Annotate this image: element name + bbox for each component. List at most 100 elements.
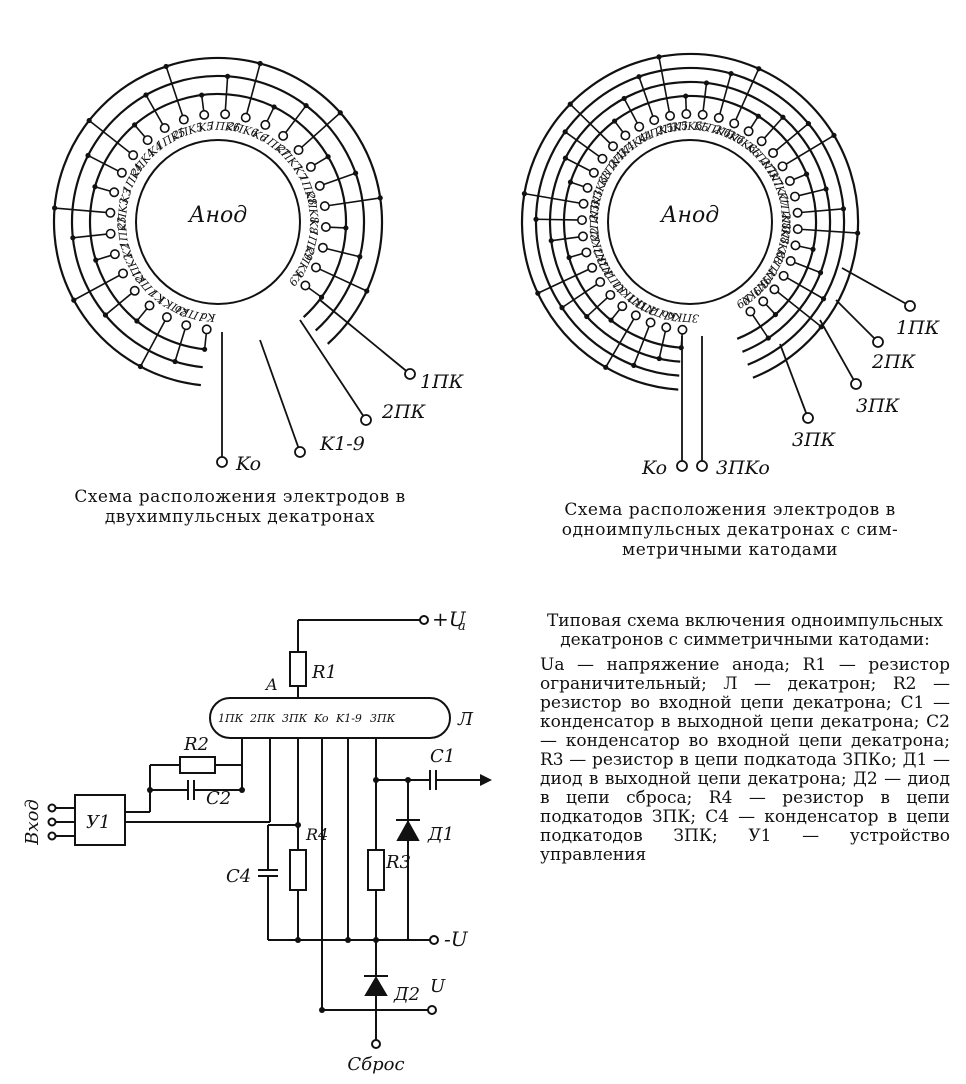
ring-junction xyxy=(567,101,573,107)
d2-diode-icon xyxy=(364,976,388,996)
electrode-lead xyxy=(772,122,809,154)
electrode-lead xyxy=(536,218,583,221)
electrode-lead xyxy=(561,281,601,309)
electrode-lead xyxy=(537,267,593,294)
ring-junction xyxy=(703,80,710,86)
electrode-pin xyxy=(758,296,769,307)
decatron-tube xyxy=(209,697,451,739)
c4-label: C4 xyxy=(226,866,251,887)
electrode-pin xyxy=(697,109,708,120)
ring-junction xyxy=(303,102,309,109)
electrode-label: K7 xyxy=(774,190,790,209)
input-label: Вход xyxy=(22,799,43,846)
c1-label: C1 xyxy=(430,746,455,767)
ring-junction xyxy=(840,206,847,212)
electrode-pin xyxy=(588,167,599,178)
d1-label: Д1 xyxy=(427,824,454,845)
electrode-pin xyxy=(105,228,116,239)
reset-u-label: U xyxy=(430,976,446,997)
ring-junction xyxy=(357,254,363,260)
electrode-label: K8 xyxy=(307,218,321,235)
terminal-pin xyxy=(872,336,884,348)
d1-diode-icon xyxy=(396,819,420,841)
r3-label: R3 xyxy=(385,852,411,873)
electrode-lead xyxy=(633,322,652,366)
terminal-label: Ko xyxy=(641,457,667,479)
ring-junction xyxy=(93,257,99,263)
electrode-pin xyxy=(300,280,311,291)
electrode-pin xyxy=(278,130,289,141)
electrode-lead xyxy=(718,73,732,119)
c2-label: C2 xyxy=(206,788,231,809)
ring-junction xyxy=(765,335,771,341)
electrode-lead xyxy=(605,315,637,368)
left-caption: Схема расположения электродов в двухимпу… xyxy=(10,487,470,527)
ring-junction xyxy=(134,318,140,324)
right-electrode-diagram: 3ПKoKo1ПK12ПK13ПK1K11ПK22ПK23ПK2K21ПK32П… xyxy=(520,52,941,479)
r2-label: R2 xyxy=(183,734,209,755)
electrode-lead xyxy=(298,112,341,151)
ring-junction xyxy=(755,113,761,119)
terminal-pin xyxy=(404,368,416,380)
terminal-label: 1ПК xyxy=(420,371,465,393)
ring-junction xyxy=(683,93,689,99)
electrode-label: K5 xyxy=(196,120,214,135)
r4-resistor xyxy=(289,849,307,891)
electrode-pin xyxy=(595,277,606,288)
tube-label: Л xyxy=(457,709,474,730)
tube-pin-3pk-b: 3ПК xyxy=(370,712,396,725)
electrode-pin xyxy=(617,301,628,312)
anode-circle xyxy=(607,139,773,305)
electrode-pin xyxy=(634,121,645,132)
electrode-lead xyxy=(658,327,668,359)
ring-junction xyxy=(271,104,277,110)
electrode-pin xyxy=(665,110,676,121)
ring-junction xyxy=(325,154,331,160)
electrode-lead xyxy=(701,82,708,115)
ring-junction xyxy=(803,171,810,177)
legend-heading: Типовая схема включения одноимпульсных д… xyxy=(546,611,944,650)
electrode-pin xyxy=(785,256,796,267)
ring-junction xyxy=(567,179,574,185)
ring-junction xyxy=(343,225,349,231)
terminal-label: K1-9 xyxy=(319,433,365,455)
electrode-pin xyxy=(582,182,593,193)
d2-label: Д2 xyxy=(393,984,420,1005)
electrode-lead xyxy=(761,116,784,142)
ring-junction xyxy=(831,132,837,139)
electrode-pin xyxy=(240,112,251,123)
tube-pin-3pk: 3ПК xyxy=(282,712,308,725)
ring-junction xyxy=(621,95,627,102)
electrode-label: K2 xyxy=(588,226,603,244)
circuit-schematic: +U а R1 A Л 1ПК 2ПК 3ПК Ko K1-9 3ПК R2 C… xyxy=(22,607,492,1075)
ring-junction xyxy=(102,312,109,318)
ring-junction xyxy=(631,362,637,368)
electrode-pin xyxy=(159,123,170,134)
right-caption-line2: одноимпульсных декатронах с сим- xyxy=(561,520,899,540)
electrode-pin xyxy=(620,130,631,141)
ring-junction xyxy=(318,294,325,300)
ring-junction xyxy=(566,254,572,261)
electrode-pin xyxy=(745,306,756,317)
electrode-pin xyxy=(769,284,780,295)
r3-resistor xyxy=(367,849,385,891)
ring-junction xyxy=(636,74,642,80)
electrode-pin xyxy=(743,126,754,137)
electrode-lead xyxy=(319,172,356,187)
ring-junction xyxy=(823,186,829,192)
tube-pin-ko: Ko xyxy=(313,712,329,725)
terminal-pin xyxy=(676,460,688,472)
ring-junction xyxy=(656,54,662,60)
electrode-pin xyxy=(129,285,140,296)
electrode-pin xyxy=(118,268,129,279)
electrode-lead xyxy=(88,119,134,156)
electrode-lead xyxy=(733,68,760,124)
electrode-lead xyxy=(790,260,821,274)
left-anode-label: Анод xyxy=(187,203,247,228)
electrode-label: 3ПK5 xyxy=(671,120,703,134)
electrode-pin xyxy=(587,262,598,273)
electrode-lead xyxy=(315,266,368,292)
electrode-lead xyxy=(586,294,611,318)
